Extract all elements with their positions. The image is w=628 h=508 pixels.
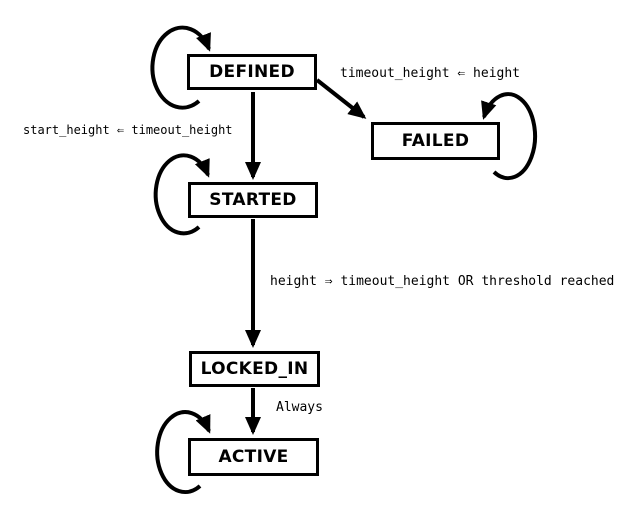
state-locked-in: LOCKED_IN	[189, 351, 320, 387]
state-started: STARTED	[188, 182, 318, 218]
self-loop-defined	[150, 25, 211, 110]
self-loop-started	[153, 153, 210, 236]
edge-label-defined-to-started: start_height ⇐ timeout_height	[23, 123, 233, 137]
edge-label-defined-to-failed: timeout_height ⇐ height	[340, 66, 521, 81]
edge-label-locked-in-to-active: Always	[276, 400, 323, 415]
self-loop-failed	[481, 92, 538, 181]
edge-label-started-to-locked-in: height ⇒ timeout_height OR threshold rea…	[270, 274, 615, 289]
state-started-label: STARTED	[209, 190, 297, 210]
state-active: ACTIVE	[188, 438, 319, 476]
self-loop-active	[155, 410, 211, 495]
state-active-label: ACTIVE	[218, 447, 289, 467]
state-locked-in-label: LOCKED_IN	[200, 359, 309, 379]
state-defined: DEFINED	[187, 54, 317, 90]
arrow-defined-to-failed	[315, 78, 367, 119]
state-failed-label: FAILED	[401, 131, 470, 151]
state-failed: FAILED	[371, 122, 500, 160]
state-defined-label: DEFINED	[209, 62, 295, 82]
